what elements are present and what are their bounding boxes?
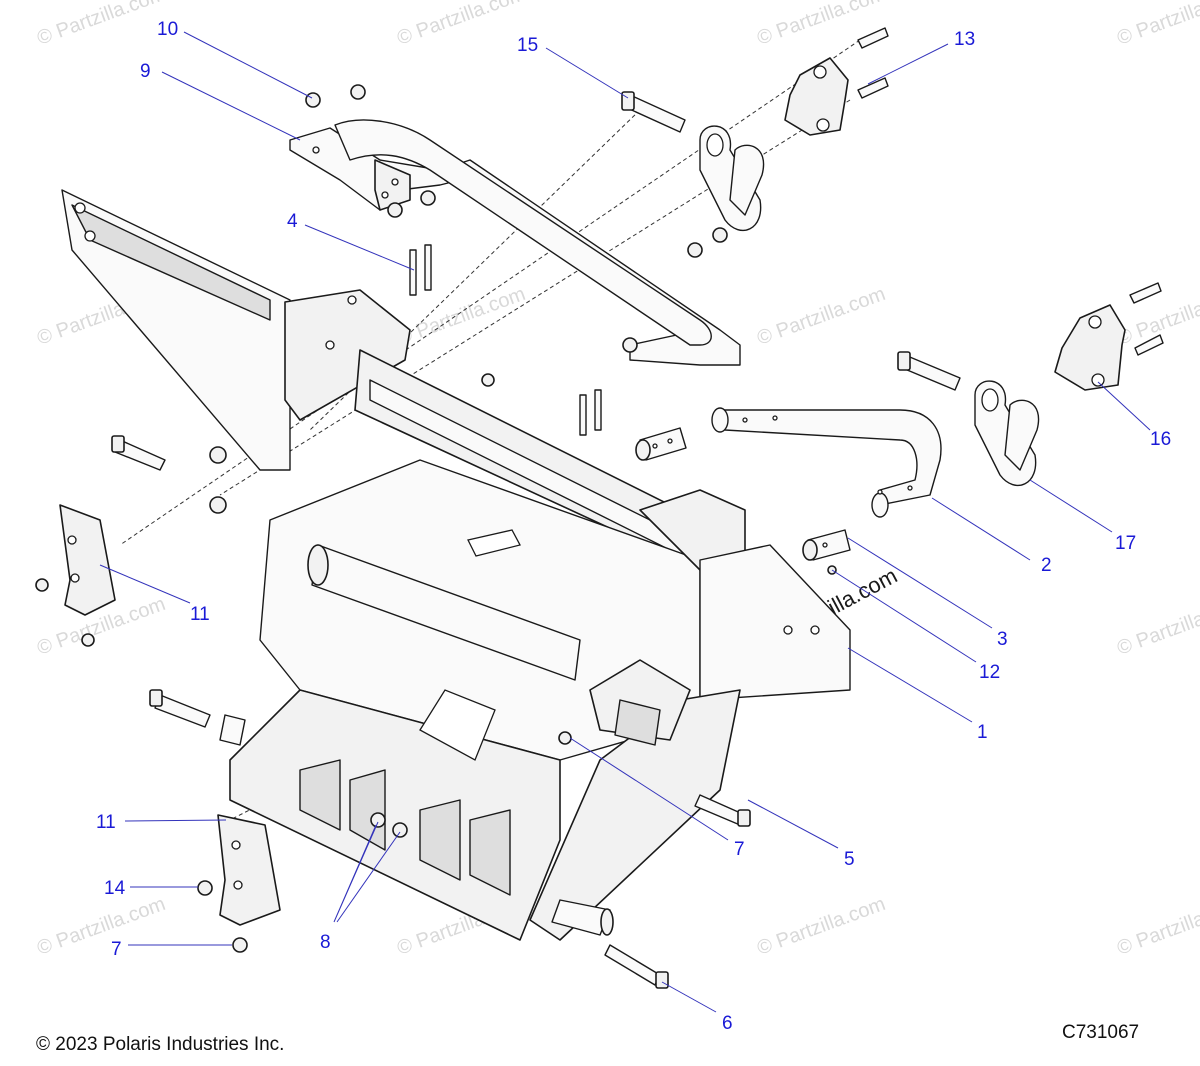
callout-9: 9: [140, 61, 151, 82]
fasteners: [35, 27, 1164, 989]
dring-shackle-lower: [974, 380, 1040, 486]
callout-7-left: 7: [111, 939, 122, 960]
leader-lines: [99, 31, 1151, 1013]
tube-sleeves: [635, 427, 851, 561]
callout-7-right: 7: [734, 839, 745, 860]
upper-grab-bar: [289, 119, 741, 366]
callout-15: 15: [517, 35, 538, 56]
watermark-text: © Partzilla.com: [754, 893, 888, 960]
callout-14: 14: [104, 878, 126, 899]
copyright-notice: © 2023 Polaris Industries Inc.: [36, 1034, 285, 1055]
callout-4: 4: [287, 211, 298, 232]
callout-2: 2: [1041, 555, 1052, 576]
callout-5: 5: [844, 849, 855, 870]
callout-13: 13: [954, 29, 975, 50]
lower-tube-bar: [711, 407, 942, 518]
bumper-frame: [61, 189, 851, 941]
callout-6: 6: [722, 1013, 733, 1034]
dring-pins: [621, 91, 961, 391]
dring-mount-lower: [1054, 304, 1126, 391]
dring-shackle-upper: [699, 125, 765, 231]
watermark-text: © Partzilla.com: [394, 0, 528, 50]
callout-11-upper: 11: [190, 604, 210, 625]
callout-numbers: 1 2 3 4 5 6 7 7 8 9 10 11 11 12 13 14 15…: [96, 19, 1171, 1034]
watermark-text: © Partzilla.com: [34, 893, 168, 960]
callout-1: 1: [977, 722, 988, 743]
callout-8: 8: [320, 932, 331, 953]
callout-17: 17: [1115, 533, 1136, 554]
watermark-text: © Partzilla.com: [754, 283, 888, 350]
callout-16: 16: [1150, 429, 1171, 450]
callout-3: 3: [997, 629, 1008, 650]
callout-10: 10: [157, 19, 178, 40]
watermark-text: © Partzilla.com: [1114, 893, 1200, 960]
side-brackets: [59, 504, 281, 926]
watermark-text: © Partzilla.com: [1114, 0, 1200, 50]
callout-12: 12: [979, 662, 1000, 683]
watermark-text: © Partzilla.com: [1114, 593, 1200, 660]
drawing-code: C731067: [1062, 1022, 1140, 1043]
dring-mount-upper: [784, 57, 849, 136]
callout-11-lower: 11: [96, 812, 116, 833]
watermark-text: © Partzilla.com: [34, 0, 168, 50]
